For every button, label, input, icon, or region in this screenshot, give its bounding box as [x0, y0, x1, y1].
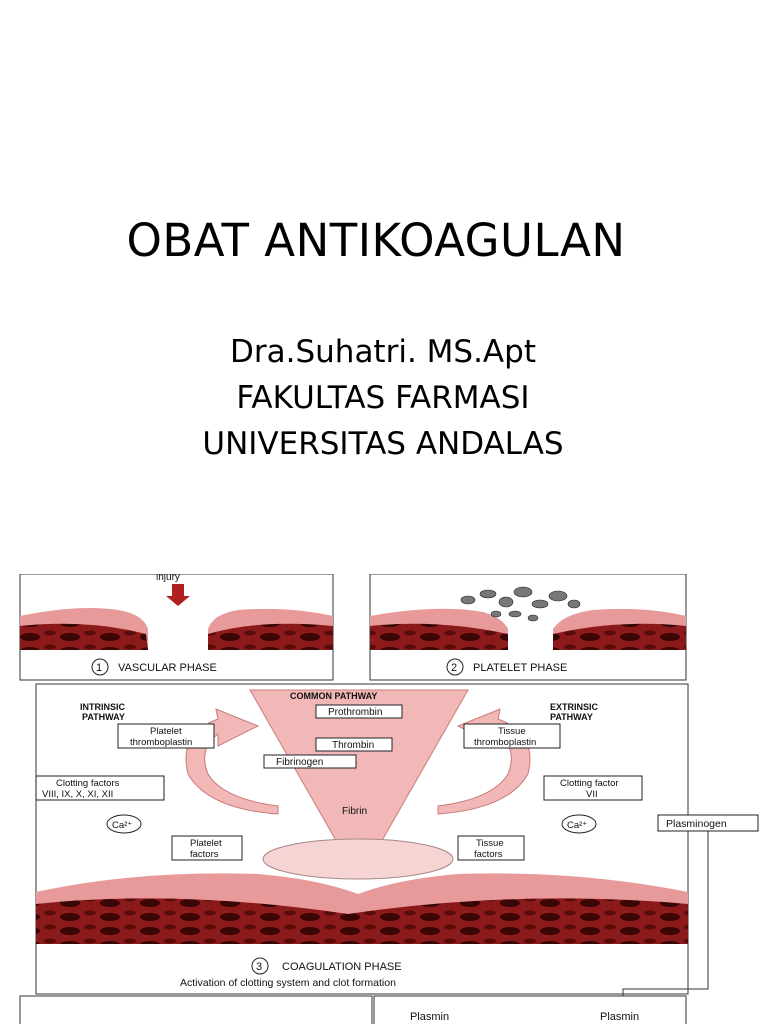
coagulation-diagram: injury 1 VASCULAR PHASE 2 PLATELET PHASE [18, 574, 768, 1024]
phase2-label: PLATELET PHASE [473, 662, 567, 674]
injury-label: injury [156, 574, 180, 583]
platelet-thromboplastin-1: Platelet [150, 726, 182, 737]
vascular-phase-panel: injury 1 VASCULAR PHASE [19, 574, 334, 681]
tissue-factors-1: Tissue [476, 838, 504, 849]
ca-right-ellipse [561, 814, 597, 834]
tissue-thromboplastin-box [463, 723, 561, 749]
intrinsic-label-2: PATHWAY [82, 712, 125, 722]
tissue-factors-box [457, 835, 525, 861]
plasminogen-label: Plasminogen [666, 818, 727, 830]
clotting-factors-1: Clotting factors [56, 778, 120, 789]
thrombin-label: Thrombin [332, 740, 374, 751]
university-name: UNIVERSITAS ANDALAS [202, 426, 564, 462]
vessel-cells-right-2 [553, 623, 686, 650]
prothrombin-label: Prothrombin [328, 707, 382, 718]
faculty-name: FAKULTAS FARMASI [236, 380, 530, 416]
prothrombin-box [315, 704, 403, 719]
clotting-factors-box [35, 775, 165, 801]
clotting-factor-vii-1: Clotting factor [560, 778, 619, 789]
phase3-label: COAGULATION PHASE [282, 961, 402, 973]
fibrinogen-label: Fibrinogen [276, 757, 323, 768]
fibrin-label: Fibrin [342, 806, 367, 817]
plasmin-right-label: Plasmin [600, 1011, 639, 1023]
plasmin-left-label: Plasmin [410, 1011, 449, 1023]
extrinsic-label-2: PATHWAY [550, 712, 593, 722]
phase3-caption: Activation of clotting system and clot f… [180, 977, 396, 989]
fibrinolytic-panel-left [19, 995, 373, 1024]
platelet-cluster-icon [460, 586, 581, 622]
injury-arrow-icon [166, 584, 190, 606]
platelet-factors-2: factors [190, 849, 219, 860]
ca-right-label: Ca²⁺ [567, 820, 587, 831]
phase2-number: 2 [451, 662, 457, 674]
phase1-number-circle [91, 658, 109, 676]
intrinsic-label-1: INTRINSIC [80, 702, 126, 712]
common-pathway-label: COMMON PATHWAY [290, 691, 377, 701]
clotting-factors-2: VIII, IX, X, XI, XII [42, 789, 113, 800]
phase2-number-circle [446, 658, 464, 676]
phase3-number: 3 [256, 961, 262, 973]
vessel-cells-right [208, 623, 333, 650]
vessel-cells-left [20, 623, 148, 650]
phase1-label: VASCULAR PHASE [118, 662, 217, 674]
clotting-factor-vii-2: VII [586, 789, 598, 800]
vessel-cells-left-2 [370, 623, 508, 650]
platelet-thromboplastin-box [117, 723, 215, 749]
clot-mesh [262, 838, 454, 880]
coagulation-phase-panel: COMMON PATHWAY Prothrombin Thrombin Fibr… [35, 683, 689, 995]
thrombin-box [315, 737, 393, 752]
platelet-phase-panel: 2 PLATELET PHASE [369, 574, 687, 681]
tissue-thromboplastin-2: thromboplastin [474, 737, 536, 748]
platelet-thromboplastin-2: thromboplastin [130, 737, 192, 748]
coagulation-vessel-cells [36, 898, 688, 944]
ca-left-label: Ca²⁺ [112, 820, 132, 831]
phase1-number: 1 [96, 662, 102, 674]
extrinsic-label-1: EXTRINSIC [550, 702, 599, 712]
platelet-factors-box [171, 835, 243, 861]
coagulation-diagram-svg: injury 1 VASCULAR PHASE 2 PLATELET PHASE [19, 574, 759, 1024]
author-name: Dra.Suhatri. MS.Apt [230, 334, 536, 370]
slide-title: OBAT ANTIKOAGULAN [126, 214, 626, 267]
tissue-factors-2: factors [474, 849, 503, 860]
fibrinogen-box [263, 754, 357, 769]
platelet-factors-1: Platelet [190, 838, 222, 849]
tissue-thromboplastin-1: Tissue [498, 726, 526, 737]
clotting-factor-vii-box [543, 775, 643, 801]
phase3-number-circle [251, 957, 269, 975]
fibrinolytic-panel-right [373, 995, 687, 1024]
ca-left-ellipse [106, 814, 142, 834]
